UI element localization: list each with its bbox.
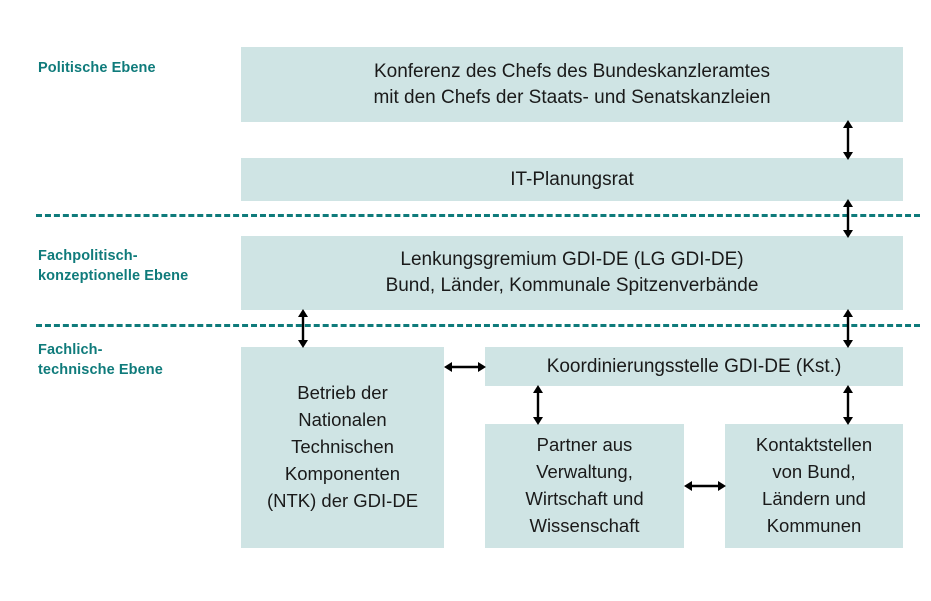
divider-politische-fachpolitische	[36, 214, 920, 217]
arrow-koordinierungsstelle-to-partner	[528, 385, 548, 425]
level-label-politische-ebene: Politische Ebene	[38, 60, 156, 76]
arrow-koordinierungsstelle-to-kontaktstellen	[838, 385, 858, 425]
box-konferenz-chefs-bundeskanzleramt: Konferenz des Chefs des Bundeskanzleramt…	[241, 47, 903, 122]
arrow-it-planungsrat-to-lenkungsgremium	[838, 199, 858, 238]
box-lenkungsgremium-gdi-de: Lenkungsgremium GDI-DE (LG GDI-DE) Bund,…	[241, 236, 903, 310]
arrow-konferenz-to-it-planungsrat	[838, 120, 858, 160]
box-it-planungsrat: IT-Planungsrat	[241, 158, 903, 201]
arrow-lenkungsgremium-to-koordinierungsstelle	[838, 309, 858, 348]
box-betrieb-nationale-technische-komponenten: Betrieb der Nationalen Technischen Kompo…	[241, 347, 444, 548]
level-label-fachlich-technische-ebene: Fachlich- technische Ebene	[38, 342, 163, 378]
arrow-ntk-to-koordinierungsstelle	[444, 357, 486, 377]
divider-fachpolitische-fachlich	[36, 324, 920, 327]
box-partner-verwaltung-wirtschaft-wissenschaft: Partner aus Verwaltung, Wirtschaft und W…	[485, 424, 684, 548]
arrow-partner-to-kontaktstellen	[684, 476, 726, 496]
level-label-fachpolitisch-konzeptionelle-ebene: Fachpolitisch- konzeptionelle Ebene	[38, 248, 189, 284]
arrow-lenkungsgremium-to-ntk	[293, 309, 313, 348]
box-koordinierungsstelle-gdi-de: Koordinierungsstelle GDI-DE (Kst.)	[485, 347, 903, 386]
box-kontaktstellen-bund-laender-kommunen: Kontaktstellen von Bund, Ländern und Kom…	[725, 424, 903, 548]
